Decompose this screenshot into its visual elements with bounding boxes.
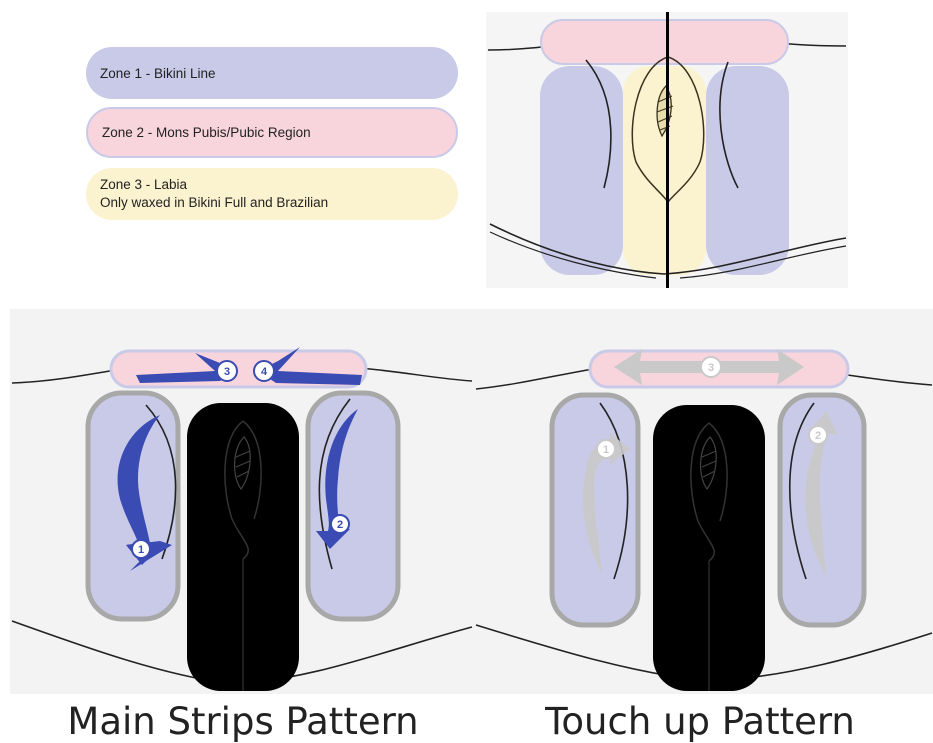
- main-step-label-3: 3: [224, 366, 230, 378]
- zone-1-area-right: [706, 66, 789, 275]
- touch-step-badge-3: 3: [701, 357, 721, 377]
- touch-step-label-1: 1: [603, 444, 609, 456]
- touch-up-pattern-caption: Touch up Pattern: [490, 700, 910, 743]
- zone-1-area-left: [540, 66, 623, 275]
- touch-up-diagram: 1 2 3: [474, 309, 933, 694]
- touch-step-label-2: 2: [815, 430, 821, 442]
- main-strips-diagram: 1 2 3 4: [10, 309, 474, 694]
- legend-zone-1: Zone 1 - Bikini Line: [86, 47, 458, 99]
- main-step-badge-1: 1: [132, 540, 150, 558]
- main-step-label-4: 4: [261, 366, 268, 378]
- zone-2-area: [541, 20, 788, 64]
- legend-zone-2: Zone 2 - Mons Pubis/Pubic Region: [86, 107, 458, 158]
- main-step-badge-3: 3: [217, 361, 237, 381]
- legend-zone-3-label: Zone 3 - Labia: [100, 176, 458, 194]
- touch-zone-1-left: [552, 395, 638, 625]
- main-zone-1-right: [308, 393, 398, 619]
- main-step-label-2: 2: [337, 519, 343, 531]
- zone-map-diagram: [486, 12, 848, 288]
- center-divider-line: [666, 12, 669, 288]
- legend-zone-3-note: Only waxed in Bikini Full and Brazilian: [100, 194, 458, 212]
- legend-zone-2-label: Zone 2 - Mons Pubis/Pubic Region: [102, 125, 456, 140]
- main-step-badge-2: 2: [331, 515, 349, 533]
- main-pattern-caption: Main Strips Pattern: [28, 700, 458, 743]
- touch-step-badge-1: 1: [597, 440, 615, 458]
- touch-step-badge-2: 2: [809, 426, 827, 444]
- main-step-label-1: 1: [138, 544, 144, 556]
- touch-step-label-3: 3: [708, 362, 714, 374]
- legend-zone-1-label: Zone 1 - Bikini Line: [100, 66, 458, 81]
- main-step-badge-4: 4: [254, 361, 274, 381]
- legend-zone-3: Zone 3 - Labia Only waxed in Bikini Full…: [86, 168, 458, 220]
